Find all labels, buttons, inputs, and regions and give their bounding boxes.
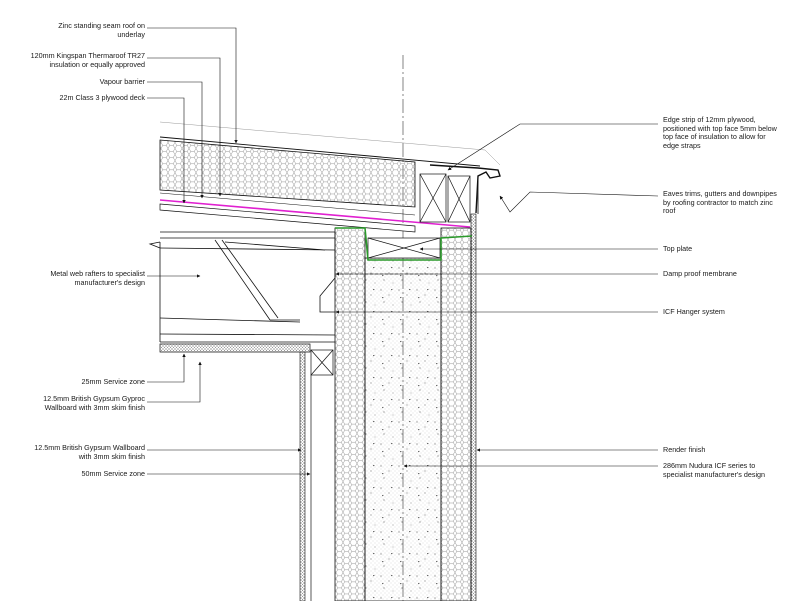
label-plywood-deck: 22m Class 3 plywood deck [59, 93, 146, 102]
label-service-25: 25mm Service zone [81, 377, 145, 386]
top-plate [367, 237, 441, 259]
label-service-50: 50mm Service zone [81, 469, 145, 478]
label-top-plate: Top plate [663, 244, 693, 253]
render-finish [470, 213, 477, 601]
plywood-deck [159, 203, 416, 233]
damp-proof-membrane [335, 227, 473, 261]
label-render: Render finish [663, 445, 706, 454]
label-dpm: Damp proof membrane [663, 269, 737, 278]
edge-battens [419, 173, 471, 223]
wall-plasterboard [299, 351, 306, 601]
zinc-roof [159, 136, 481, 167]
eaves-trim [429, 164, 501, 214]
metal-web-rafter [148, 231, 336, 343]
icf-outer-insulation [440, 227, 472, 601]
vapour-barrier [159, 199, 471, 228]
icf-inner-insulation [334, 227, 366, 601]
roof-insulation [159, 139, 416, 208]
label-icf-hanger: ICF Hanger system [663, 307, 725, 316]
ceiling-plasterboard [159, 343, 311, 353]
service-batten [310, 349, 334, 376]
leader-lines [147, 27, 659, 476]
icf-hanger [319, 232, 336, 313]
label-vapour-barrier: Vapour barrier [99, 77, 145, 86]
label-edge-strip: Edge strip of 12mm plywood,positioned wi… [663, 115, 777, 150]
